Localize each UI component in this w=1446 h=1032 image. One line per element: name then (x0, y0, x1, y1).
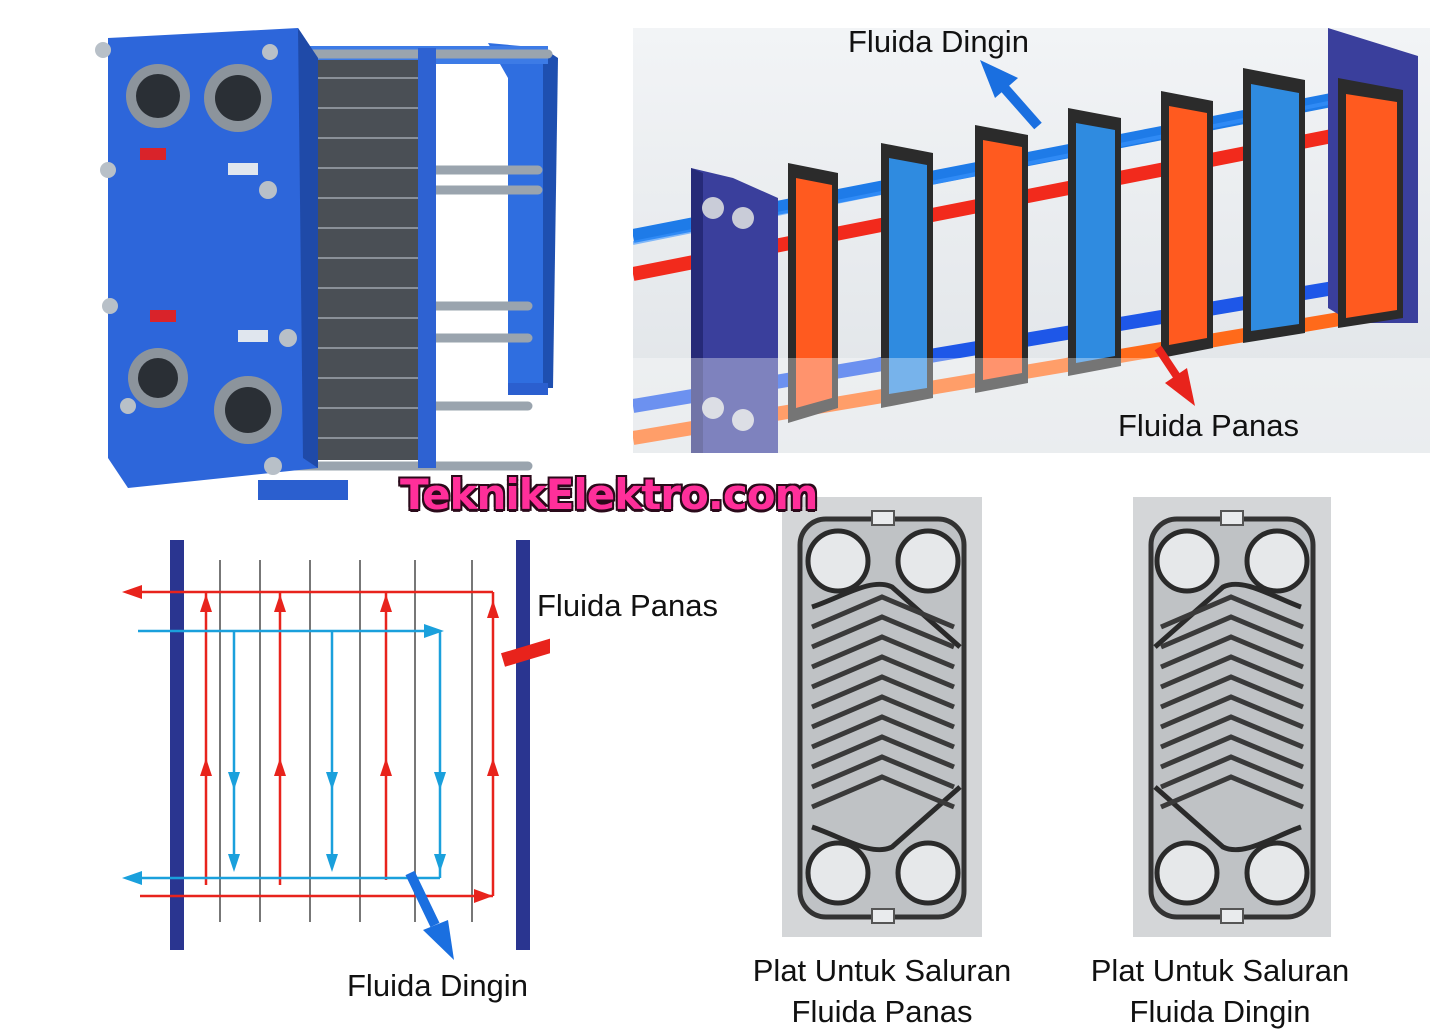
cold-plate-caption: Plat Untuk Saluran Fluida Dingin (1070, 950, 1370, 1032)
hot-fluid-label-diagram: Fluida Panas (537, 588, 718, 623)
site-watermark: TeknikElektro.com (400, 470, 818, 519)
hot-plate-caption-line1: Plat Untuk Saluran (752, 953, 1012, 988)
plate-flow-render (633, 28, 1430, 453)
plate-heat-exchanger-photo (95, 28, 558, 500)
cold-plate-caption-line2: Fluida Dingin (1129, 994, 1311, 1029)
hot-plate-caption-line2: Fluida Panas (791, 994, 973, 1029)
cold-plate-caption-line1: Plat Untuk Saluran (1090, 953, 1350, 988)
cold-fluid-label-diagram: Fluida Dingin (347, 968, 528, 1003)
counterflow-schematic (122, 540, 550, 960)
hot-fluid-plate-image (782, 497, 982, 937)
hot-fluid-label-top: Fluida Panas (1118, 408, 1299, 443)
cold-fluid-label-top: Fluida Dingin (848, 24, 1029, 59)
hot-plate-caption: Plat Untuk Saluran Fluida Panas (732, 950, 1032, 1032)
cold-fluid-plate-image (1133, 497, 1331, 937)
